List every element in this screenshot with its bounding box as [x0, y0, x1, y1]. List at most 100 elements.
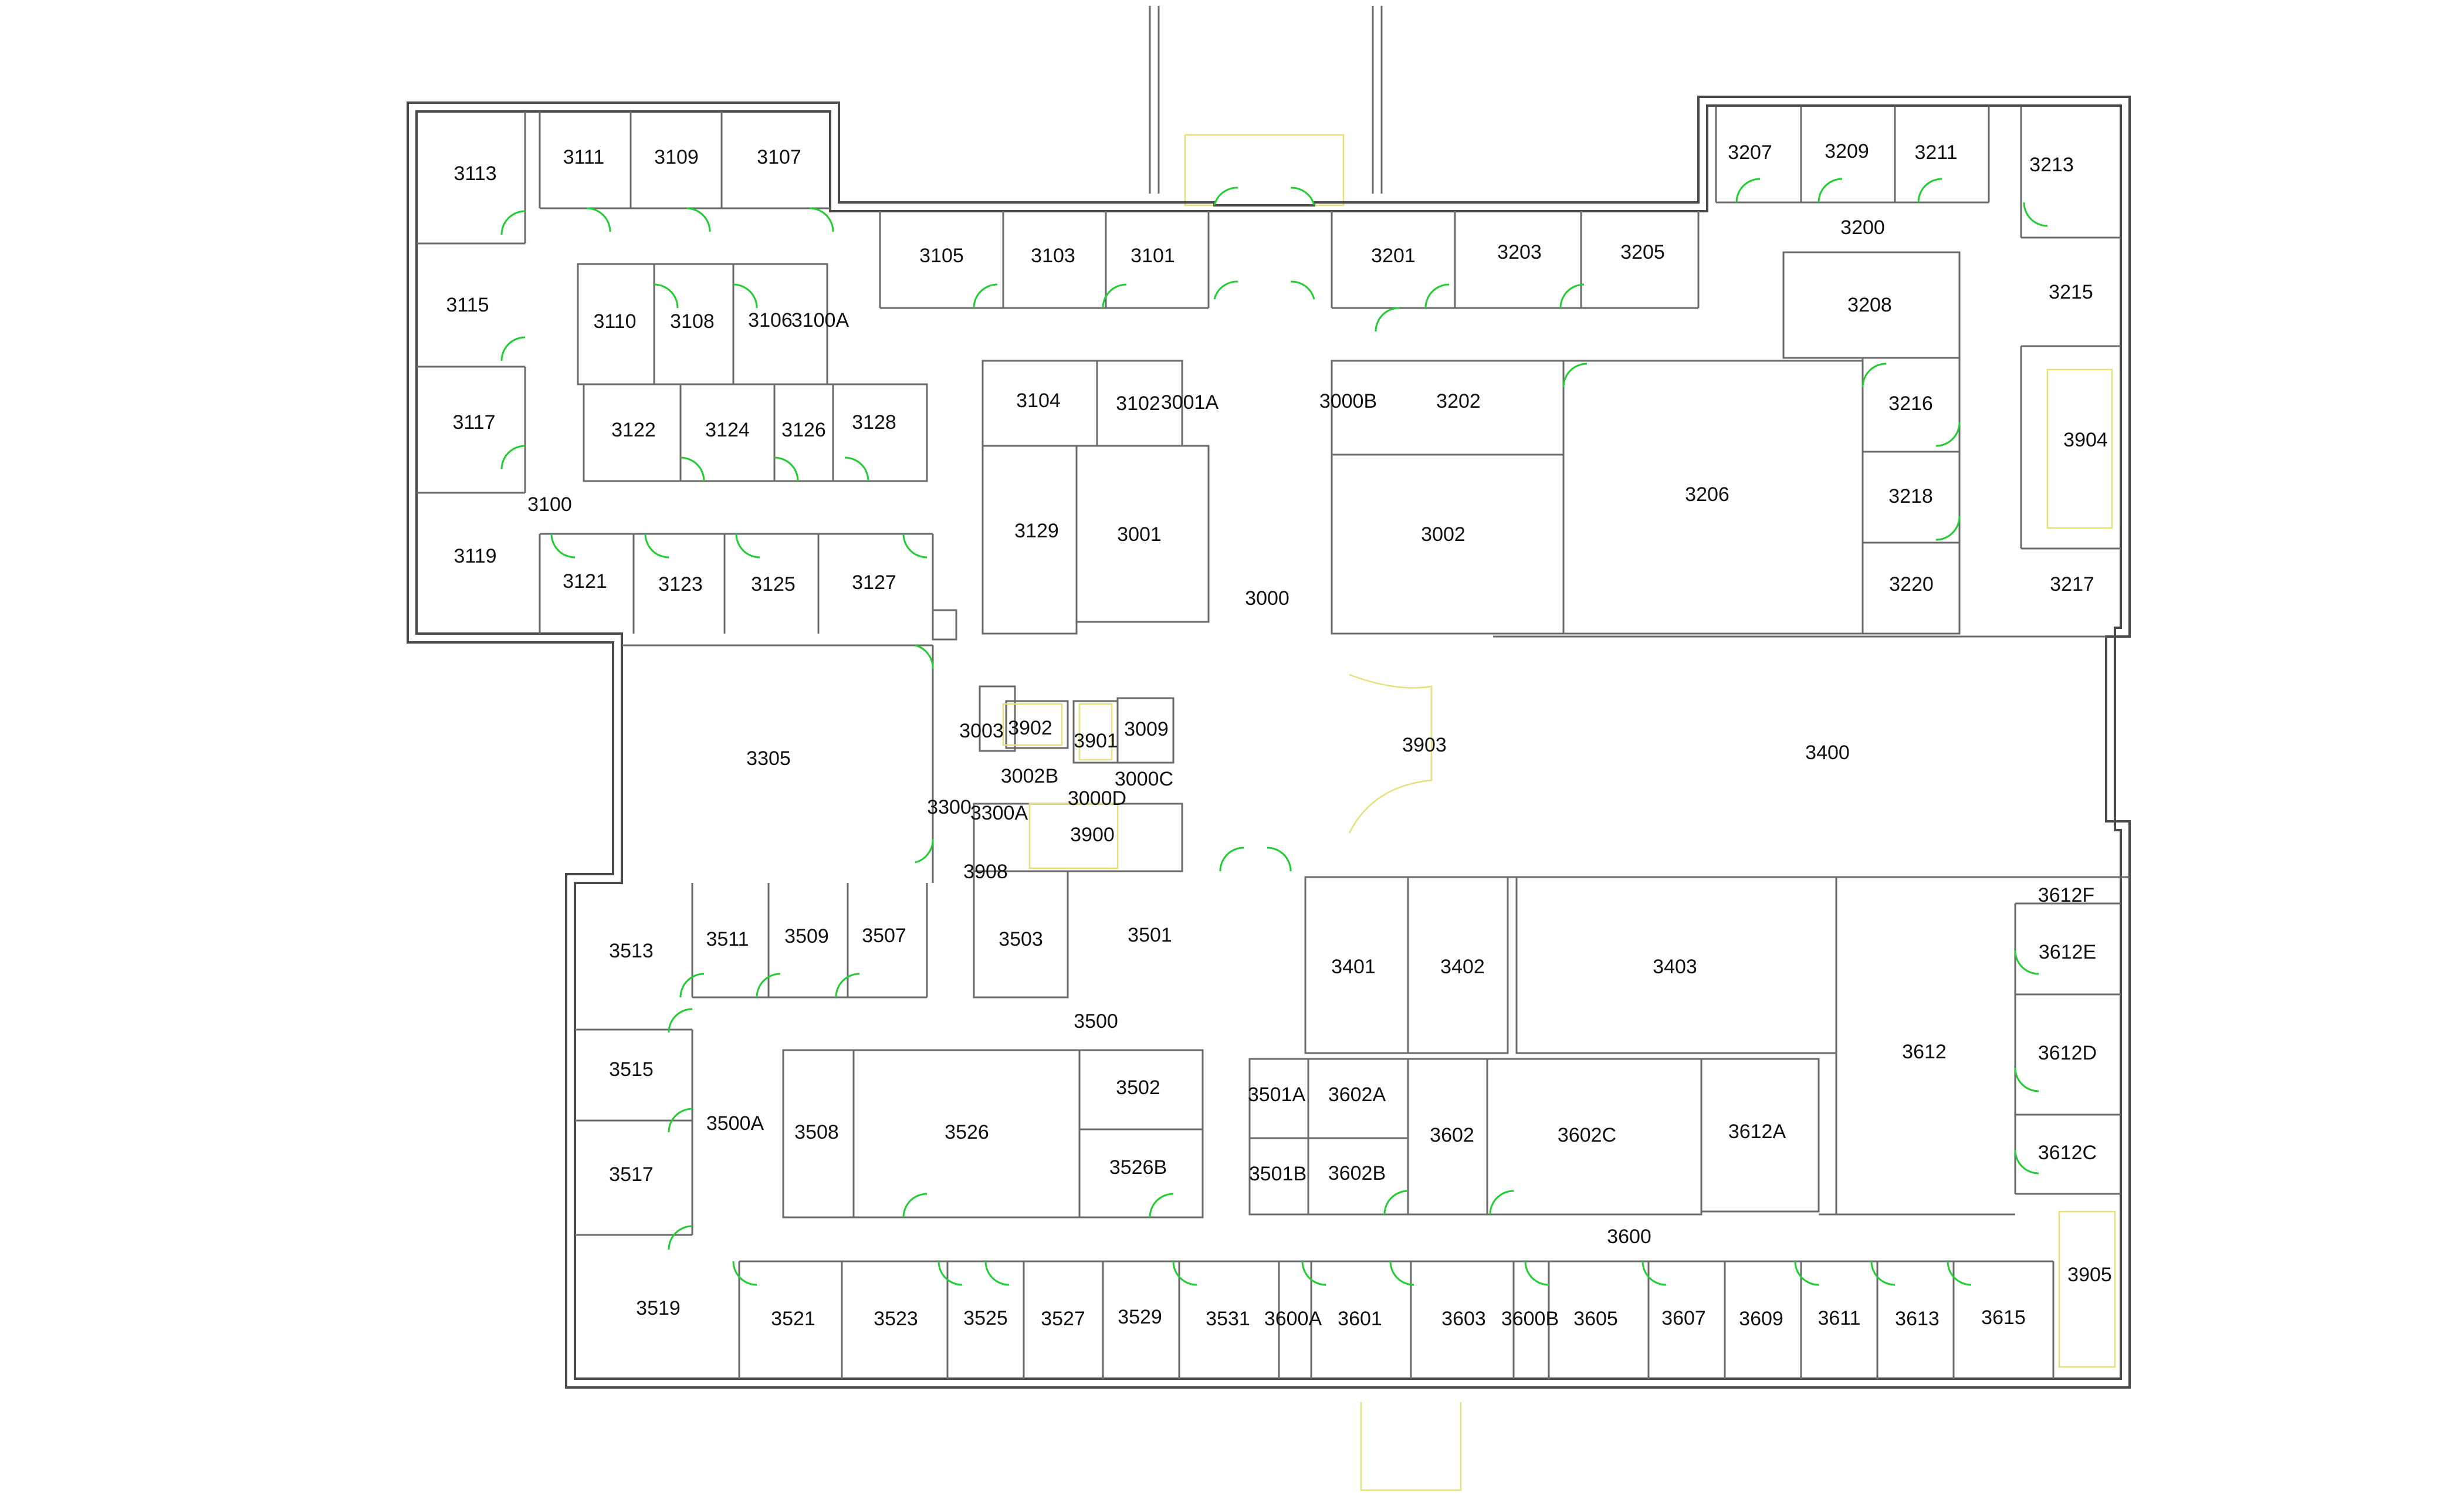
room-label-3001a: 3001A [1161, 391, 1219, 414]
room-label-3203: 3203 [1497, 241, 1542, 263]
room-label-3206: 3206 [1685, 483, 1729, 506]
room-label-3600: 3600 [1607, 1226, 1651, 1248]
room-label-3526b: 3526B [1109, 1156, 1167, 1179]
room-label-3216: 3216 [1888, 392, 1933, 415]
room-label-3905: 3905 [2067, 1264, 2112, 1286]
room-label-3104: 3104 [1016, 390, 1061, 412]
room-label-3519: 3519 [636, 1297, 681, 1319]
doors [500, 178, 2048, 1286]
room-label-3200: 3200 [1840, 216, 1885, 239]
room-label-3000d: 3000D [1068, 787, 1126, 810]
room-label-3500: 3500 [1074, 1010, 1118, 1033]
room-label-3521: 3521 [771, 1308, 815, 1330]
room-label-3602b: 3602B [1328, 1162, 1386, 1184]
room-label-3523: 3523 [874, 1308, 918, 1330]
room-label-3115: 3115 [446, 294, 489, 316]
room-label-3002: 3002 [1421, 523, 1465, 546]
room-label-3000c: 3000C [1115, 768, 1173, 790]
room-label-3603: 3603 [1441, 1308, 1486, 1330]
room-label-3615: 3615 [1981, 1307, 2026, 1329]
room-label-3902: 3902 [1008, 717, 1052, 739]
room-label-3305: 3305 [746, 747, 791, 770]
room-label-3211: 3211 [1914, 141, 1957, 164]
room-label-3209: 3209 [1825, 140, 1869, 163]
room-label-3218: 3218 [1888, 485, 1933, 507]
room-label-3501a: 3501A [1248, 1084, 1306, 1106]
room-label-3000b: 3000B [1319, 390, 1377, 412]
room-label-3904: 3904 [2063, 429, 2108, 451]
room-label-3908: 3908 [963, 861, 1008, 883]
room-label-3517: 3517 [609, 1163, 654, 1186]
room-label-3612: 3612 [1902, 1041, 1947, 1063]
room-label-3101: 3101 [1131, 245, 1175, 267]
room-label-3513: 3513 [609, 940, 654, 962]
room-label-3402: 3402 [1440, 956, 1485, 978]
room-label-3500a: 3500A [706, 1112, 764, 1135]
room-label-3508: 3508 [794, 1121, 839, 1143]
room-label-3613: 3613 [1895, 1308, 1940, 1330]
room-label-3600a: 3600A [1264, 1308, 1322, 1330]
room-label-3507: 3507 [862, 925, 906, 947]
room-label-3612a: 3612A [1728, 1121, 1786, 1143]
room-label-3127: 3127 [852, 571, 896, 594]
room-label-3119: 3119 [453, 545, 496, 567]
room-label-3601: 3601 [1338, 1308, 1382, 1330]
room-label-3509: 3509 [784, 925, 829, 947]
room-label-3220: 3220 [1889, 573, 1934, 595]
room-label-3122: 3122 [611, 419, 656, 441]
room-label-3207: 3207 [1728, 141, 1772, 164]
room-label-3003: 3003 [959, 720, 1004, 742]
room-label-3531: 3531 [1206, 1308, 1250, 1330]
room-label-3602a: 3602A [1328, 1084, 1386, 1106]
room-label-3217: 3217 [2050, 573, 2094, 595]
room-label-3002b: 3002B [1001, 765, 1058, 787]
room-label-3129: 3129 [1014, 520, 1059, 542]
room-label-3502: 3502 [1116, 1077, 1160, 1099]
room-label-3612c: 3612C [2038, 1142, 2097, 1164]
room-label-3401: 3401 [1331, 956, 1376, 978]
room-label-3107: 3107 [757, 146, 801, 168]
room-label-3403: 3403 [1653, 956, 1697, 978]
room-label-3009: 3009 [1124, 718, 1169, 740]
room-label-3123: 3123 [658, 573, 703, 595]
room-label-3607: 3607 [1661, 1307, 1706, 1329]
room-label-3511: 3511 [706, 928, 749, 950]
room-label-3105: 3105 [919, 245, 964, 267]
room-label-3208: 3208 [1847, 294, 1892, 316]
room-label-3109: 3109 [654, 146, 699, 168]
room-label-3205: 3205 [1620, 241, 1665, 263]
room-label-3102: 3102 [1116, 392, 1160, 415]
room-label-3124: 3124 [705, 419, 750, 441]
building-outline [407, 96, 2131, 1389]
entry-path [1149, 6, 1462, 1491]
room-label-3121: 3121 [563, 570, 607, 593]
room-label-3611: 3611 [1817, 1307, 1860, 1329]
room-label-3609: 3609 [1739, 1308, 1783, 1330]
room-label-3125: 3125 [751, 573, 796, 595]
room-label-3600b: 3600B [1501, 1308, 1559, 1330]
room-label-3100a: 3100A [791, 309, 849, 331]
room-label-3300a: 3300A [970, 802, 1028, 824]
room-label-3605: 3605 [1573, 1308, 1618, 1330]
room-label-3903: 3903 [1402, 734, 1447, 756]
room-label-3106: 3106 [748, 309, 793, 331]
room-label-3602c: 3602C [1558, 1124, 1616, 1146]
room-label-3525: 3525 [963, 1307, 1008, 1329]
room-label-3103: 3103 [1031, 245, 1075, 267]
room-label-3900: 3900 [1070, 824, 1115, 846]
room-label-3602: 3602 [1430, 1124, 1474, 1146]
room-label-3001: 3001 [1117, 523, 1162, 546]
room-label-3215: 3215 [2049, 281, 2093, 303]
room-label-3300: 3300 [927, 796, 972, 818]
room-label-3100: 3100 [527, 493, 572, 516]
room-label-3126: 3126 [781, 419, 826, 441]
room-label-3612e: 3612E [2039, 941, 2096, 963]
room-label-3202: 3202 [1436, 390, 1481, 412]
room-label-3110: 3110 [593, 310, 636, 333]
room-label-3113: 3113 [453, 163, 496, 185]
room-label-3400: 3400 [1805, 742, 1850, 764]
room-label-3128: 3128 [852, 411, 896, 434]
room-label-3526: 3526 [945, 1121, 989, 1143]
